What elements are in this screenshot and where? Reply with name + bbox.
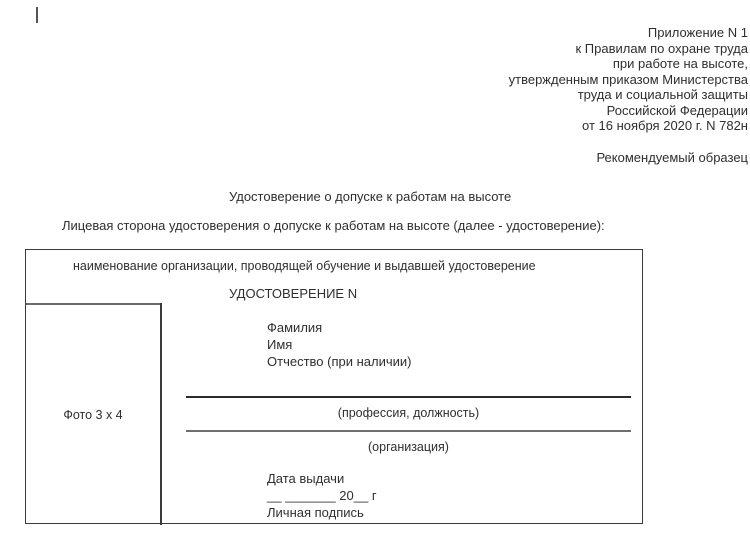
issue-date-block: Дата выдачи __ _______ 20__ г Личная под…	[267, 470, 377, 521]
issue-date-line: __ _______ 20__ г	[267, 488, 377, 503]
profession-rule	[186, 396, 631, 398]
photo-cell-top-divider	[26, 303, 162, 305]
personal-signature-label: Личная подпись	[267, 505, 364, 520]
recommended-sample-note: Рекомендуемый образец	[596, 150, 748, 165]
name-field-patronymic: Отчество (при наличии)	[267, 354, 412, 369]
certificate-frame: наименование организации, проводящей обу…	[25, 249, 643, 525]
appendix-header-line-4: утвержденным приказом Министерства	[508, 71, 748, 87]
issue-date-label: Дата выдачи	[267, 471, 345, 486]
organization-caption: (организация)	[368, 440, 449, 454]
name-field-firstname: Имя	[267, 337, 293, 352]
document-subtitle: Лицевая сторона удостоверения о допуске …	[62, 218, 605, 233]
name-field-surname: Фамилия	[267, 320, 323, 335]
appendix-header-line-5: труда и социальной защиты	[577, 87, 748, 102]
appendix-header-line-3: при работе на высоте,	[612, 56, 748, 71]
appendix-header-line-1: Приложение N 1	[647, 25, 748, 40]
name-fields-block: Фамилия Имя Отчество (при наличии)	[267, 319, 411, 370]
document-title: Удостоверение о допуске к работам на выс…	[229, 189, 512, 204]
appendix-header-line-2: к Правилам по охране труда	[575, 40, 748, 56]
certificate-heading: УДОСТОВЕРЕНИЕ N	[229, 286, 358, 301]
photo-placeholder-label: Фото 3 х 4	[63, 408, 123, 422]
profession-caption: (профессия, должность)	[337, 406, 480, 420]
photo-cell-right-divider	[160, 303, 162, 525]
organization-naming-label: наименование организации, проводящей обу…	[73, 259, 536, 273]
text-caret	[36, 7, 38, 23]
appendix-header: Приложение N 1 к Правилам по охране труд…	[288, 25, 748, 134]
appendix-header-line-7: от 16 ноября 2020 г. N 782н	[582, 118, 748, 133]
appendix-header-line-6: Российской Федерации	[606, 102, 748, 118]
organization-rule	[186, 430, 631, 432]
